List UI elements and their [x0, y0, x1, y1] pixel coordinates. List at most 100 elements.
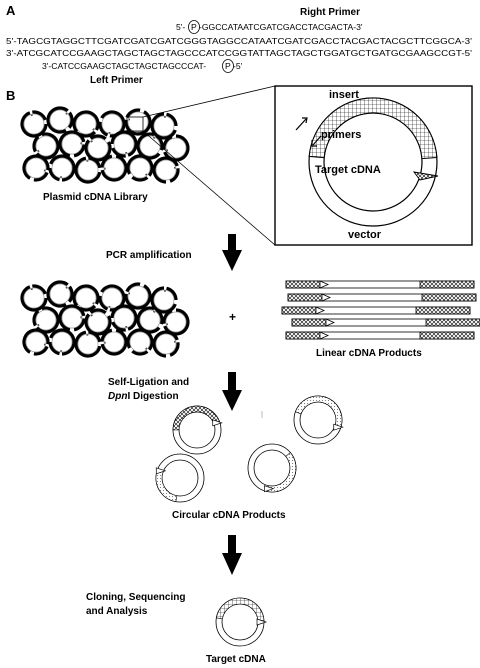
library-plasmid-vector-arc	[74, 156, 102, 184]
library-plasmid	[20, 110, 48, 138]
library-plasmid	[48, 154, 76, 182]
library-plasmid-inner-ring	[61, 133, 83, 155]
library-plasmid-inner-ring	[129, 157, 151, 179]
template-bottom-strand: 3'-ATCGCATCCGAAGCTAGCTAGCTAGCCCATCCGGTAT…	[6, 48, 472, 58]
library-plasmid-vector-arc	[67, 111, 74, 129]
final-target-plasmid	[215, 597, 268, 647]
inset-insert-segment	[308, 97, 438, 160]
linear-product-primer-arrow	[319, 331, 329, 340]
circular-product-primer-arrow	[155, 467, 167, 475]
library-plasmid-inner-ring	[113, 307, 135, 329]
library-plasmid-vector-arc	[49, 328, 76, 356]
library-plasmid-inner-ring	[101, 113, 123, 135]
linear-product	[287, 293, 477, 302]
arrow-step2-head	[222, 390, 242, 411]
left-primer-phosphate-circle	[222, 59, 234, 73]
inset-vector-label: vector	[348, 229, 382, 241]
circular-product-2	[293, 395, 344, 445]
library-plasmid-insert-arc	[65, 286, 68, 289]
library-plasmid	[150, 112, 178, 140]
library-plasmid-insert-arc	[152, 136, 156, 139]
library-plasmid-vector-arc	[32, 284, 47, 295]
library-plasmid-inner-ring	[77, 333, 99, 355]
library-plasmid-vector-arc	[88, 156, 102, 169]
library-plasmid-inner-ring	[153, 115, 175, 137]
library-plasmid-insert-arc	[92, 128, 95, 131]
circular-product-primer-arrow	[256, 618, 268, 626]
library-plasmid-insert-arc	[90, 314, 93, 317]
library-plasmid-vector-arc	[100, 154, 128, 182]
circular-product-insert	[155, 469, 178, 502]
left-primer-sequence: 3'-CATCCGAAGCTAGCTAGCTAGCCCAT-	[42, 61, 206, 71]
library-plasmid	[84, 134, 112, 162]
library-plasmid-insert-arc	[65, 112, 68, 115]
step1-label: PCR amplification	[106, 250, 192, 261]
library-plasmid-vector-arc	[48, 167, 60, 182]
library-plasmid-inner-ring	[23, 113, 45, 135]
right-primer-prefix: 5'-	[176, 22, 185, 32]
library-plasmid-vector-arc	[48, 341, 60, 356]
left-primer-phosphate: P	[225, 61, 231, 71]
library-plasmid	[46, 280, 74, 308]
library-plasmid-vector-arc	[20, 111, 48, 138]
library-plasmid	[124, 282, 152, 310]
library-plasmid-inner-ring	[127, 111, 149, 133]
library-plasmid	[110, 304, 138, 332]
library-plasmid-inner-ring	[51, 331, 73, 353]
library-plasmid-vector-arc	[155, 308, 164, 325]
library-plasmid-vector-arc	[67, 285, 74, 303]
library-plasmid-vector-arc	[58, 304, 86, 332]
library-plasmid-vector-arc	[162, 309, 173, 324]
linear-product	[285, 280, 475, 289]
plus-sign: +	[229, 310, 236, 324]
library-plasmid-inner-ring	[35, 135, 57, 157]
linear-product-insert-left	[281, 306, 317, 315]
final-target-label: Target cDNA	[206, 654, 266, 665]
library-plasmid-inner-ring	[153, 289, 175, 311]
library-plasmid-inner-ring	[75, 287, 97, 309]
library-plasmid-inner-ring	[127, 285, 149, 307]
library-plasmid	[58, 130, 86, 158]
library-plasmid	[162, 134, 190, 162]
enzyme-name: Dpn	[108, 391, 127, 402]
library-plasmid-vector-arc	[126, 154, 154, 177]
library-plasmid-vector-arc	[166, 112, 178, 127]
inset-primer-arrowhead-outer	[302, 117, 308, 124]
library-plasmid	[152, 156, 180, 184]
library-plasmid-vector-arc	[89, 134, 107, 141]
linear-product-primer-arrow	[321, 293, 331, 302]
circular-product-3	[247, 443, 297, 493]
library-plasmid-insert-arc	[128, 292, 131, 295]
library-plasmid	[48, 328, 76, 356]
library-plasmid-vector-arc	[131, 175, 149, 182]
linear-product-insert-right	[421, 293, 477, 302]
circular-product-1	[172, 405, 223, 455]
library-plasmid-vector-arc	[72, 284, 100, 307]
library-plasmid-insert-arc	[145, 173, 148, 176]
library-plasmid-vector-arc	[110, 130, 138, 157]
library-plasmid	[46, 106, 74, 134]
library-plasmid	[100, 328, 128, 356]
library-plasmid	[74, 156, 102, 184]
library-plasmid	[84, 308, 112, 336]
linear-product-primer-arrow	[315, 306, 325, 315]
circular-product-primer-arrow	[264, 485, 275, 493]
right-primer-title: Right Primer	[300, 7, 360, 18]
linear-product-insert-right	[419, 331, 475, 340]
library-plasmid-inner-ring	[87, 137, 109, 159]
library-plasmid-vector-arc	[49, 154, 76, 182]
library-plasmid-inner-ring	[77, 159, 99, 181]
library-plasmid-inner-ring	[51, 157, 73, 179]
library-plasmid-vector-arc	[20, 285, 48, 312]
circular-product-insert	[172, 405, 220, 431]
library-plasmid-inner-ring	[139, 309, 161, 331]
library-plasmid-vector-arc	[32, 110, 47, 121]
library-plasmid	[110, 130, 138, 158]
library-plasmid-vector-arc	[152, 330, 179, 358]
arrow-step3-shaft	[228, 535, 236, 553]
inset-target-label: Target cDNA	[315, 164, 381, 176]
library-plasmid-vector-arc	[124, 284, 152, 310]
step2-label-line1: Self-Ligation and	[108, 377, 189, 388]
library-plasmid-vector-arc	[46, 280, 69, 308]
